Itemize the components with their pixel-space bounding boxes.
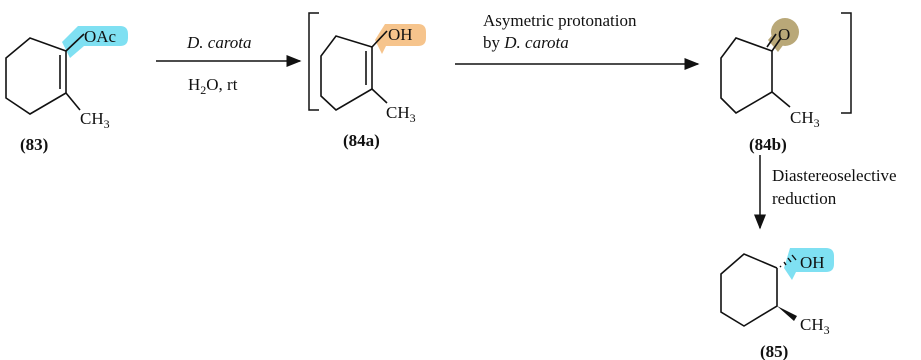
compound-84b: O CH3 (84b) [720, 18, 820, 154]
group-label-85: OH [800, 253, 825, 272]
ring-85 [720, 253, 778, 327]
step1-conditions: H2O, rt [188, 75, 238, 97]
group-label-83: OAc [84, 27, 117, 46]
step1-reagent: D. carota [186, 33, 252, 52]
bracket-right [841, 12, 852, 114]
step1-arrow-group: D. carota H2O, rt [156, 33, 302, 97]
methyl-label-84b: CH3 [790, 108, 820, 130]
group-label-84b: O [778, 25, 790, 44]
methyl-label-83: CH3 [80, 109, 110, 131]
wedge-bond-85 [777, 306, 797, 321]
highlight-oac [62, 26, 128, 58]
highlight-oh-85 [784, 248, 834, 280]
compound-85: OH CH3 (85) [720, 248, 834, 360]
compound-id-84a: (84a) [343, 131, 380, 150]
methyl-label-85: CH3 [800, 315, 830, 337]
ring-84a [320, 35, 373, 111]
step3-text-line1: Diastereoselective [772, 166, 897, 185]
highlight-oh-84a [375, 24, 426, 54]
group-label-84a: OH [388, 25, 413, 44]
ring-83 [5, 37, 67, 115]
step2-text-line1: Asymetric protonation [483, 11, 637, 30]
compound-id-83: (83) [20, 135, 48, 154]
compound-id-85: (85) [760, 342, 788, 360]
compound-84a: OH CH3 (84a) [320, 24, 426, 150]
step2-arrow-group: Asymetric protonation by D. carota [455, 11, 700, 70]
ring-84b [720, 37, 773, 115]
methyl-label-84a: CH3 [386, 103, 416, 125]
step2-text-line2: by D. carota [483, 33, 569, 52]
step3-arrow-group: Diastereoselective reduction [754, 155, 897, 230]
hashed-bond-85 [779, 254, 797, 268]
compound-id-84b: (84b) [749, 135, 787, 154]
step3-text-line2: reduction [772, 189, 837, 208]
compound-83: OAc CH3 (83) [5, 26, 128, 154]
bracket-left [308, 12, 319, 111]
